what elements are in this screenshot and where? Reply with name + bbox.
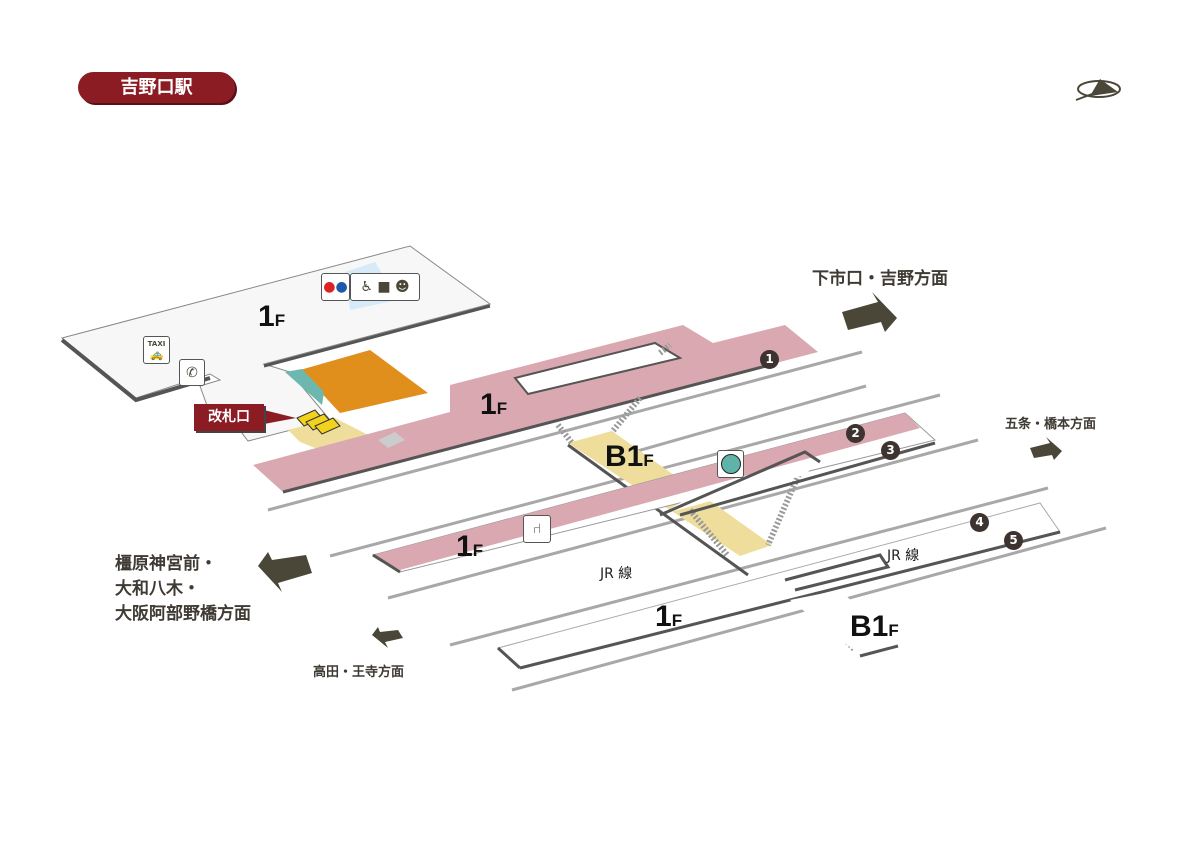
seating-icon: ⑁: [523, 515, 551, 543]
floor-label-kintetsu-b1: B1F: [605, 440, 654, 473]
taxi-icon: TAXI🚕: [143, 336, 170, 364]
kintetsu-1f-upper: [253, 325, 818, 492]
floor-label-kintetsu-upper: 1F: [480, 388, 508, 421]
stair-area: [285, 369, 324, 405]
arrow-gojo-icon: [1030, 437, 1062, 460]
direction-arrows: [258, 292, 1062, 648]
wheelchair-icon: ♿: [360, 279, 373, 295]
floor-label-jr-b1: B1F: [850, 610, 899, 643]
waiting-room-icon: [717, 450, 744, 478]
ticket-gate-label: 改札口: [194, 404, 264, 431]
direction-kashihara-1: 橿原神宮前・: [115, 554, 217, 574]
floor-label-jr-1f: 1F: [655, 600, 683, 633]
station-title: 吉野口駅: [78, 72, 235, 103]
arrow-kashihara-icon: [258, 552, 312, 592]
direction-kashihara-2: 大和八木・: [115, 579, 200, 599]
jr-b1: [790, 590, 898, 655]
phone-icon: ✆: [179, 359, 205, 386]
arrow-shimoichi-icon: [842, 292, 897, 332]
direction-kashihara-3: 大阪阿部野橋方面: [115, 604, 251, 624]
accessible-facilities: ♿ ■ ☻: [350, 273, 420, 301]
platform-number-2: 2: [846, 424, 865, 443]
ticket-gates-icon: [296, 409, 341, 435]
platform-number-4: 4: [970, 513, 989, 532]
floor-label-kintetsu-lower: 1F: [456, 530, 484, 563]
platform-gap: [513, 341, 683, 396]
shop-area: [300, 350, 428, 413]
direction-gojo: 五条・橋本方面: [1005, 417, 1097, 432]
platform-number-3: 3: [881, 441, 900, 460]
direction-shimoichi: 下市口・吉野方面: [812, 269, 948, 289]
concourse-1f: [60, 245, 492, 442]
platform-number-5: 5: [1004, 531, 1023, 550]
direction-takada: 高田・王寺方面: [313, 665, 405, 680]
platform-number-1: 1: [760, 350, 779, 369]
floor-label-concourse: 1F: [258, 300, 286, 333]
jr-line-label: JR 線: [600, 566, 633, 582]
compass-icon: [1075, 79, 1121, 101]
toilet-icon: ●●: [321, 273, 350, 301]
arrow-takada-icon: [372, 627, 403, 648]
baby-care-icon: ☻: [395, 279, 410, 295]
multipurpose-room-icon: ■: [377, 279, 391, 295]
jr-line-label: JR 線: [887, 548, 920, 564]
